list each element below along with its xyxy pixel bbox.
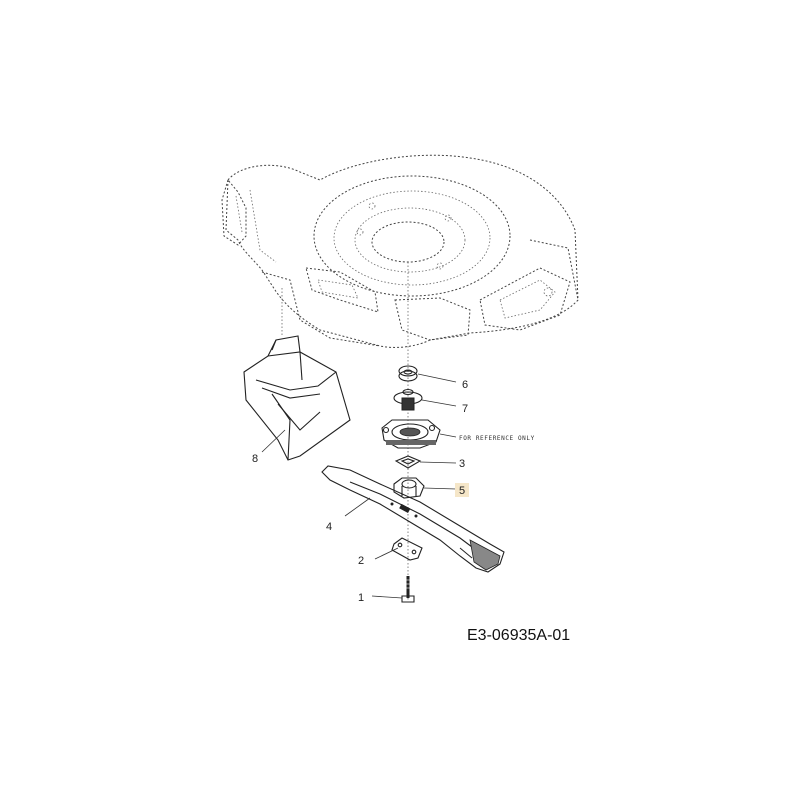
reference-motor-flange bbox=[381, 419, 441, 449]
part-5-blade-adapter bbox=[393, 477, 425, 499]
callout-8: 8 bbox=[252, 453, 258, 465]
part-6-nut bbox=[398, 365, 418, 382]
part-7-adapter bbox=[393, 388, 423, 411]
callout-6: 6 bbox=[462, 379, 468, 391]
callout-5: 5 bbox=[459, 485, 465, 497]
callout-1: 1 bbox=[358, 592, 364, 604]
part-2-plate bbox=[391, 537, 423, 561]
part-8-discharge-chute bbox=[243, 335, 351, 461]
callout-5-highlight bbox=[455, 483, 469, 497]
callout-3: 3 bbox=[459, 458, 465, 470]
mower-deck-outline bbox=[221, 154, 579, 348]
callout-labels: 6 7 3 5 4 2 1 8 bbox=[252, 379, 469, 604]
callout-7: 7 bbox=[462, 403, 468, 415]
for-reference-only-note: FOR REFERENCE ONLY bbox=[459, 435, 535, 442]
part-4-blade bbox=[321, 465, 505, 573]
leader-lines bbox=[261, 373, 457, 599]
callout-2: 2 bbox=[358, 555, 364, 567]
part-1-bolt bbox=[401, 576, 415, 603]
callout-4: 4 bbox=[326, 521, 332, 533]
part-3-spacer bbox=[394, 455, 422, 469]
drawing-number: E3-06935A-01 bbox=[467, 627, 570, 644]
